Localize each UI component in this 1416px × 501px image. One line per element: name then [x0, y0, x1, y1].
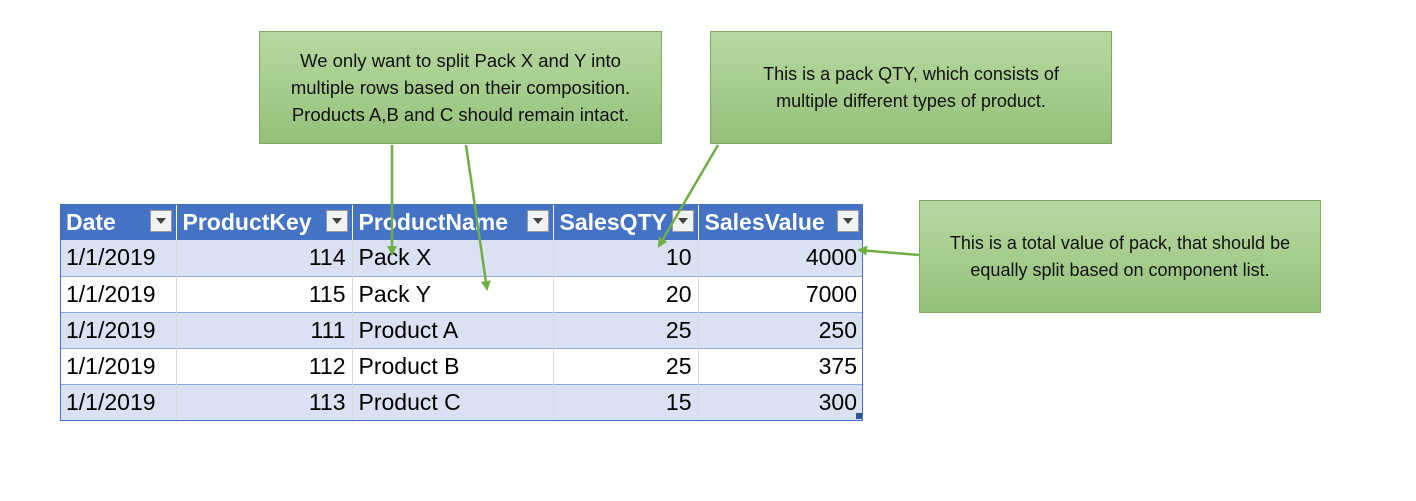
header-salesqty[interactable]: SalesQTY: [553, 204, 699, 240]
dropdown-arrow-icon: [532, 218, 543, 224]
table-row: 1/1/2019 114 Pack X 10 4000: [60, 240, 863, 276]
cell-salesvalue[interactable]: 250: [698, 312, 863, 348]
filter-dropdown-salesvalue[interactable]: [837, 210, 859, 232]
cell-salesvalue[interactable]: 300: [698, 384, 863, 420]
cell-productkey[interactable]: 113: [176, 384, 353, 420]
header-productname-label: ProductName: [358, 208, 509, 235]
table-row: 1/1/2019 113 Product C 15 300: [60, 384, 863, 420]
header-row: Date ProductKey ProductName SalesQTY Sal…: [60, 204, 863, 240]
cell-salesqty[interactable]: 25: [553, 348, 699, 384]
dropdown-arrow-icon: [331, 218, 342, 224]
table-row: 1/1/2019 115 Pack Y 20 7000: [60, 276, 863, 312]
cell-date[interactable]: 1/1/2019: [60, 312, 177, 348]
cell-productkey[interactable]: 114: [176, 240, 353, 276]
table-resize-handle[interactable]: [856, 413, 862, 419]
cell-productname[interactable]: Product A: [352, 312, 554, 348]
cell-productname[interactable]: Product B: [352, 348, 554, 384]
cell-productname[interactable]: Product C: [352, 384, 554, 420]
cell-productkey[interactable]: 115: [176, 276, 353, 312]
header-productkey[interactable]: ProductKey: [176, 204, 353, 240]
header-salesvalue-label: SalesValue: [704, 208, 825, 235]
callout-pack-qty-text: This is a pack QTY, which consists of mu…: [763, 63, 1059, 111]
filter-dropdown-salesqty[interactable]: [671, 210, 694, 232]
dropdown-arrow-icon: [677, 218, 688, 224]
table-row: 1/1/2019 111 Product A 25 250: [60, 312, 863, 348]
header-date[interactable]: Date: [60, 204, 177, 240]
header-productkey-label: ProductKey: [182, 208, 312, 235]
cell-salesqty[interactable]: 25: [553, 312, 699, 348]
cell-salesvalue[interactable]: 4000: [698, 240, 863, 276]
cell-date[interactable]: 1/1/2019: [60, 384, 177, 420]
sales-table: Date ProductKey ProductName SalesQTY Sal…: [60, 204, 863, 421]
cell-productkey[interactable]: 111: [176, 312, 353, 348]
table-row: 1/1/2019 112 Product B 25 375: [60, 348, 863, 384]
arrow-to-sales-value: [857, 245, 920, 257]
cell-salesqty[interactable]: 10: [553, 240, 699, 276]
header-salesvalue[interactable]: SalesValue: [698, 204, 863, 240]
header-salesqty-label: SalesQTY: [559, 208, 667, 235]
callout-total-value-text: This is a total value of pack, that shou…: [949, 232, 1291, 280]
cell-date[interactable]: 1/1/2019: [60, 348, 177, 384]
filter-dropdown-productkey[interactable]: [325, 210, 348, 232]
cell-date[interactable]: 1/1/2019: [60, 276, 177, 312]
callout-pack-qty: This is a pack QTY, which consists of mu…: [710, 31, 1112, 144]
cell-salesqty[interactable]: 15: [553, 384, 699, 420]
cell-productname[interactable]: Pack X: [352, 240, 554, 276]
cell-date[interactable]: 1/1/2019: [60, 240, 177, 276]
cell-salesvalue[interactable]: 7000: [698, 276, 863, 312]
callout-split-packs: We only want to split Pack X and Y into …: [259, 31, 662, 144]
filter-dropdown-date[interactable]: [149, 210, 172, 232]
header-productname[interactable]: ProductName: [352, 204, 554, 240]
header-date-label: Date: [66, 208, 116, 235]
cell-productname[interactable]: Pack Y: [352, 276, 554, 312]
callout-split-text: We only want to split Pack X and Y into …: [290, 50, 631, 125]
dropdown-arrow-icon: [155, 218, 166, 224]
callout-total-value: This is a total value of pack, that shou…: [919, 200, 1321, 313]
filter-dropdown-productname[interactable]: [526, 210, 549, 232]
dropdown-arrow-icon: [843, 218, 853, 224]
cell-salesvalue[interactable]: 375: [698, 348, 863, 384]
cell-productkey[interactable]: 112: [176, 348, 353, 384]
cell-salesqty[interactable]: 20: [553, 276, 699, 312]
